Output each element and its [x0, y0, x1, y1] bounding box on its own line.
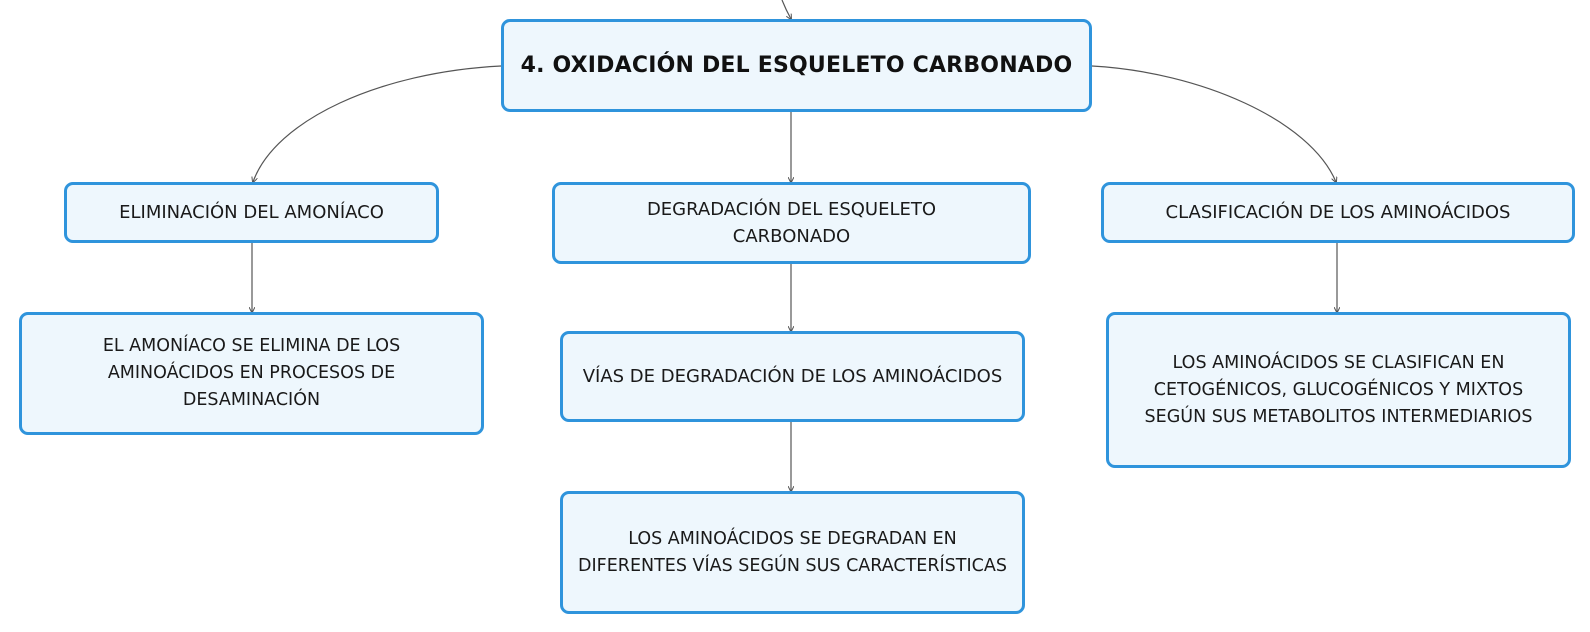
detail-line: SEGÚN SUS METABOLITOS INTERMEDIARIOS	[1144, 406, 1533, 427]
detail-text-eliminacion: EL AMONÍACO SE ELIMINA DE LOS AMINOÁCIDO…	[103, 333, 400, 414]
connector-central-to-clasificacion	[1091, 65, 1336, 182]
central-topic-label: 4. OXIDACIÓN DEL ESQUELETO CARBONADO	[520, 53, 1073, 78]
connector-central-to-eliminacion	[253, 65, 502, 182]
detail-node-clasificacion[interactable]: LOS AMINOÁCIDOS SE CLASIFICAN EN CETOGÉN…	[1106, 312, 1571, 468]
branch-label-clasificacion: CLASIFICACIÓN DE LOS AMINOÁCIDOS	[1165, 202, 1511, 223]
detail-line: DIFERENTES VÍAS SEGÚN SUS CARACTERÍSTICA…	[578, 555, 1007, 576]
branch-node-degradacion[interactable]: DEGRADACIÓN DEL ESQUELETO CARBONADO	[552, 182, 1031, 264]
branch-label-degradacion-line: DEGRADACIÓN DEL ESQUELETO	[646, 199, 937, 220]
detail-text-vias: LOS AMINOÁCIDOS SE DEGRADAN EN DIFERENTE…	[578, 526, 1007, 580]
detail-text-clasificacion: LOS AMINOÁCIDOS SE CLASIFICAN EN CETOGÉN…	[1145, 350, 1533, 431]
branch-label-eliminacion: ELIMINACIÓN DEL AMONÍACO	[119, 202, 384, 223]
detail-line: DESAMINACIÓN	[182, 390, 321, 410]
detail-node-vias[interactable]: LOS AMINOÁCIDOS SE DEGRADAN EN DIFERENTE…	[560, 491, 1025, 614]
subtopic-node-vias[interactable]: VÍAS DE DEGRADACIÓN DE LOS AMINOÁCIDOS	[560, 331, 1025, 422]
connector-parent-to-central	[781, 0, 791, 19]
branch-label-degradacion: DEGRADACIÓN DEL ESQUELETO CARBONADO	[647, 196, 936, 250]
detail-line: LOS AMINOÁCIDOS SE DEGRADAN EN	[628, 528, 957, 549]
detail-line: LOS AMINOÁCIDOS SE CLASIFICAN EN	[1172, 352, 1505, 373]
branch-label-degradacion-line: CARBONADO	[732, 226, 851, 247]
branch-node-clasificacion[interactable]: CLASIFICACIÓN DE LOS AMINOÁCIDOS	[1101, 182, 1575, 243]
detail-line: EL AMONÍACO SE ELIMINA DE LOS	[102, 336, 401, 356]
detail-line: AMINOÁCIDOS EN PROCESOS DE	[107, 363, 396, 383]
central-topic-node[interactable]: 4. OXIDACIÓN DEL ESQUELETO CARBONADO	[501, 19, 1092, 112]
detail-node-eliminacion[interactable]: EL AMONÍACO SE ELIMINA DE LOS AMINOÁCIDO…	[19, 312, 484, 435]
subtopic-label-vias: VÍAS DE DEGRADACIÓN DE LOS AMINOÁCIDOS	[582, 366, 1003, 387]
detail-line: CETOGÉNICOS, GLUCOGÉNICOS Y MIXTOS	[1153, 379, 1524, 400]
branch-node-eliminacion[interactable]: ELIMINACIÓN DEL AMONÍACO	[64, 182, 439, 243]
